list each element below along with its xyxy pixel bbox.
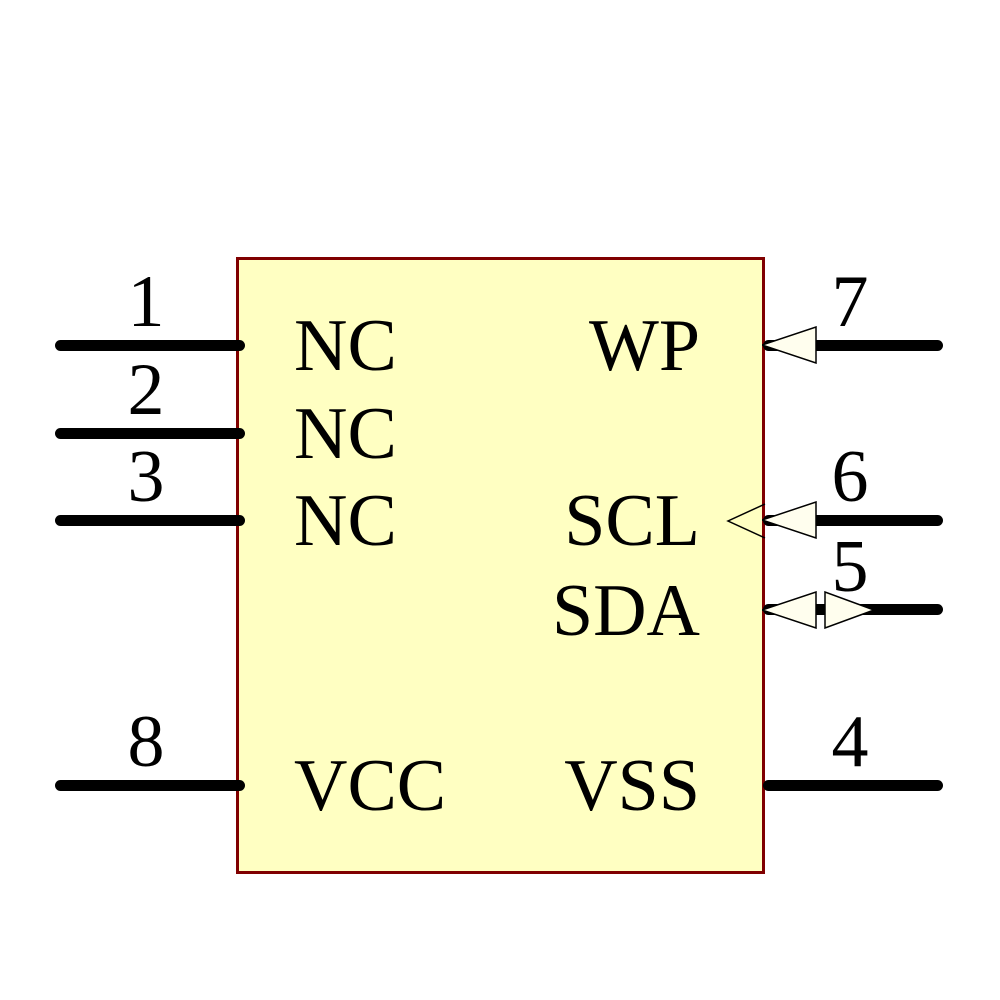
pin-4-line[interactable] bbox=[763, 780, 943, 791]
pin-2-name-label: NC bbox=[294, 393, 397, 475]
pin-6-number: 6 bbox=[831, 436, 869, 518]
output-arrow-icon bbox=[824, 591, 876, 629]
pin-4-name-label: VSS bbox=[564, 745, 700, 827]
pin-1-number: 1 bbox=[127, 261, 165, 343]
pin-7-name-label: WP bbox=[589, 305, 700, 387]
pin-5-name-label: SDA bbox=[551, 570, 700, 652]
pin-3-line[interactable] bbox=[55, 515, 245, 526]
input-arrow-icon bbox=[762, 591, 817, 629]
pin-1-name-label: NC bbox=[294, 305, 397, 387]
input-arrow-icon bbox=[762, 326, 817, 364]
input-arrow-icon bbox=[762, 501, 817, 539]
pin-7-number: 7 bbox=[831, 261, 869, 343]
pin-8-number: 8 bbox=[127, 701, 165, 783]
pin-2-number: 2 bbox=[127, 349, 165, 431]
pin-5-number: 5 bbox=[831, 526, 869, 608]
pin-8-line[interactable] bbox=[55, 780, 245, 791]
pin-4-number: 4 bbox=[831, 701, 869, 783]
component-body[interactable] bbox=[236, 257, 765, 874]
pin-6-line[interactable] bbox=[763, 515, 943, 526]
pin-2-line[interactable] bbox=[55, 428, 245, 439]
pin-7-line[interactable] bbox=[763, 340, 943, 351]
pin-3-number: 3 bbox=[127, 436, 165, 518]
pin-8-name-label: VCC bbox=[294, 745, 447, 827]
pin-1-line[interactable] bbox=[55, 340, 245, 351]
pin-3-name-label: NC bbox=[294, 480, 397, 562]
clock-input-icon bbox=[726, 503, 766, 539]
pin-6-name-label: SCL bbox=[564, 480, 700, 562]
